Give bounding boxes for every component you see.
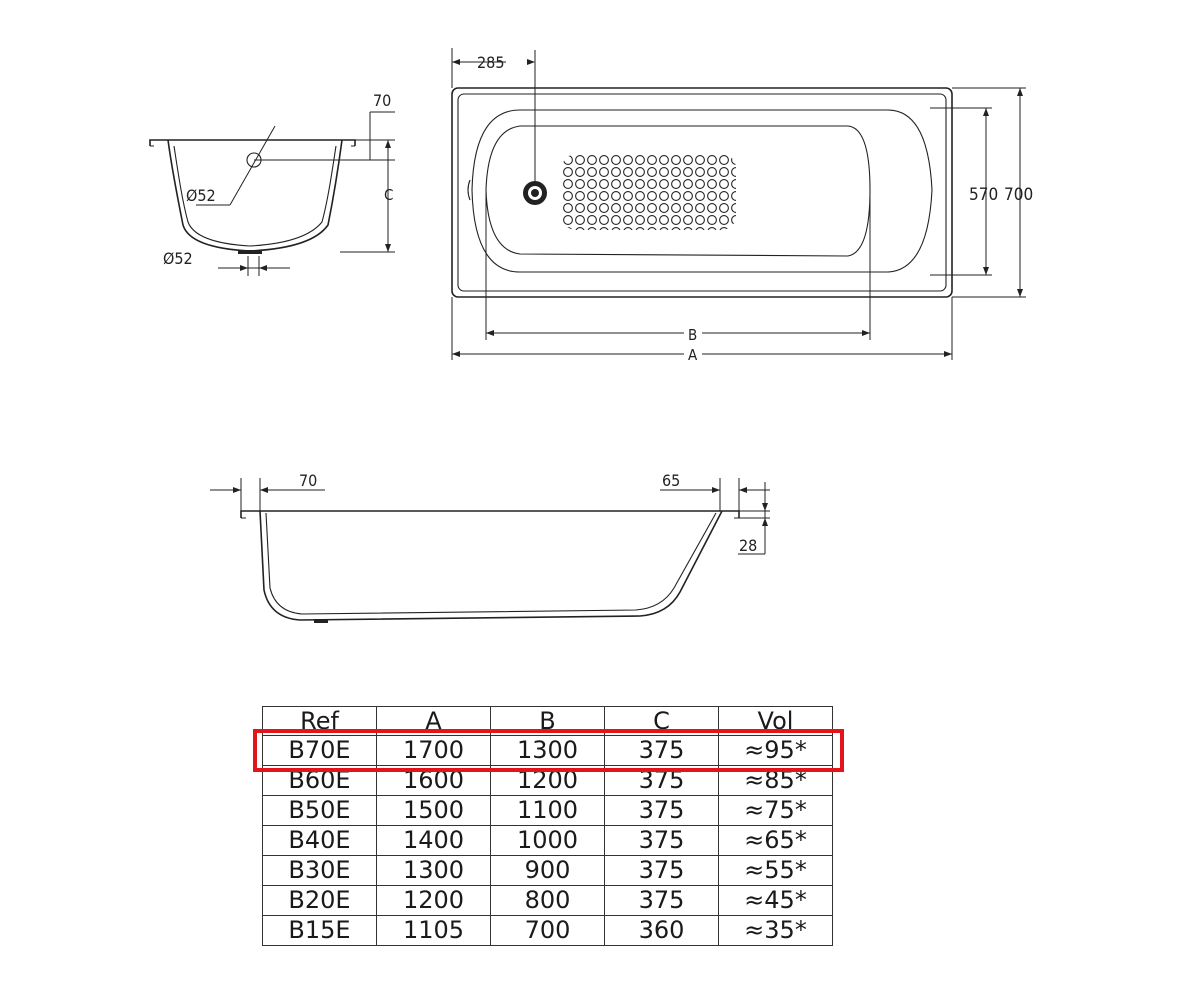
side-section-view: 70 65 28 (210, 471, 770, 623)
cell-ref: B15E (262, 915, 377, 946)
rim-height-label: 28 (739, 536, 757, 555)
cell-a: 1200 (376, 885, 491, 916)
cell-vol: ≈65* (718, 825, 833, 856)
right-rim-label: 65 (662, 471, 680, 490)
end-rim-label: 70 (373, 91, 391, 110)
cell-b: 900 (490, 855, 605, 886)
cell-vol: ≈95* (718, 735, 833, 766)
cell-a: 1500 (376, 795, 491, 826)
side-section-tub-profile (259, 510, 723, 621)
cell-vol: ≈45* (718, 885, 833, 916)
drain-diameter-label: Ø52 (163, 249, 193, 268)
column-header-b: B (490, 706, 605, 736)
outer-length-a-label: A (688, 346, 698, 364)
cell-ref: B50E (262, 795, 377, 826)
inner-length-b-label: B (688, 326, 697, 344)
cell-a: 1300 (376, 855, 491, 886)
column-header-vol: Vol (718, 706, 833, 736)
column-header-a: A (376, 706, 491, 736)
cell-c: 375 (604, 825, 719, 856)
cell-a: 1400 (376, 825, 491, 856)
plan-view: 285 570 700 B A (451, 48, 1033, 364)
column-header-c: C (604, 706, 719, 736)
cell-a: 1700 (376, 735, 491, 766)
cell-vol: ≈35* (718, 915, 833, 946)
cell-b: 800 (490, 885, 605, 916)
cell-vol: ≈85* (718, 765, 833, 796)
table-header-row: Ref A B C Vol (262, 706, 833, 736)
table-row: B30E 1300 900 375 ≈55* (262, 855, 833, 886)
inner-width-label: 570 (969, 185, 998, 205)
table-row: B60E 1600 1200 375 ≈85* (262, 765, 833, 796)
cell-b: 1300 (490, 735, 605, 766)
cell-ref: B40E (262, 825, 377, 856)
table-row: B50E 1500 1100 375 ≈75* (262, 795, 833, 826)
cell-b: 1100 (490, 795, 605, 826)
cell-c: 375 (604, 735, 719, 766)
cell-ref: B20E (262, 885, 377, 916)
cell-a: 1600 (376, 765, 491, 796)
cell-b: 1000 (490, 825, 605, 856)
end-offset-label: 285 (477, 53, 504, 72)
cell-c: 360 (604, 915, 719, 946)
plan-basin-outer (471, 109, 933, 273)
cell-vol: ≈55* (718, 855, 833, 886)
depth-c-label: C (384, 186, 393, 204)
table-row: B20E 1200 800 375 ≈45* (262, 885, 833, 916)
table-row: B15E 1105 700 360 ≈35* (262, 915, 833, 946)
end-section-rim (149, 139, 356, 146)
cell-vol: ≈75* (718, 795, 833, 826)
cell-c: 375 (604, 765, 719, 796)
plan-basin-floor (485, 125, 871, 257)
cell-ref: B30E (262, 855, 377, 886)
cell-a: 1105 (376, 915, 491, 946)
cell-ref: B60E (262, 765, 377, 796)
cell-c: 375 (604, 855, 719, 886)
table-row: B70E 1700 1300 375 ≈95* (262, 735, 833, 766)
table-row: B40E 1400 1000 375 ≈65* (262, 825, 833, 856)
end-section-view: 70 Ø52 Ø52 C (149, 91, 395, 276)
cell-b: 1200 (490, 765, 605, 796)
left-rim-label: 70 (299, 471, 317, 490)
column-header-ref: Ref (262, 706, 377, 736)
cell-c: 375 (604, 795, 719, 826)
plan-outer-rim (451, 87, 953, 298)
side-section-rim (240, 510, 740, 518)
cell-c: 375 (604, 885, 719, 916)
outer-width-label: 700 (1004, 185, 1033, 205)
overflow-diameter-label: Ø52 (186, 186, 216, 205)
cell-ref: B70E (262, 735, 377, 766)
anti-slip-pattern (562, 154, 736, 230)
cell-b: 700 (490, 915, 605, 946)
specification-table: Ref A B C Vol B70E 1700 1300 375 ≈95* B6… (262, 706, 833, 946)
